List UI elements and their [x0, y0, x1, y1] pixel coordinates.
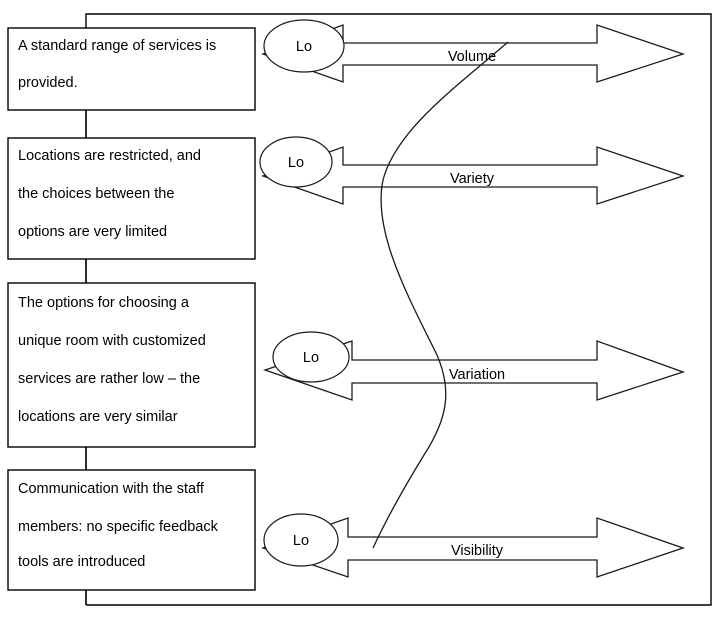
box-variety-line-2: the choices between the — [18, 186, 174, 202]
dimension-arrow-variety[interactable]: Lo Variety — [259, 136, 686, 205]
box-volume-outline — [7, 27, 256, 111]
arrow-variation-label: Variation — [449, 367, 505, 383]
arrow-visibility-lo-ellipse — [263, 513, 339, 567]
arrow-variety-shape — [261, 146, 686, 205]
arrow-volume-lo-label: Lo — [296, 39, 312, 55]
statement-box-variety[interactable]: Locations are restricted, and the choice… — [7, 137, 256, 260]
box-visibility-line-3: tools are introduced — [18, 554, 145, 570]
box-variation-line-4: locations are very similar — [18, 409, 178, 425]
arrow-visibility-shape — [261, 517, 686, 578]
arrow-variety-lo-ellipse — [259, 136, 333, 188]
box-variety-outline — [7, 137, 256, 260]
arrow-volume-shape — [261, 24, 686, 83]
box-variation-outline — [7, 282, 256, 448]
arrow-variety-lo-label: Lo — [288, 155, 304, 171]
box-visibility-outline — [7, 469, 256, 591]
dimension-arrow-variation[interactable]: Lo Variation — [262, 331, 686, 401]
statement-box-volume[interactable]: A standard range of services is provided… — [7, 27, 256, 111]
arrow-visibility-label: Visibility — [451, 543, 504, 559]
dimension-arrow-visibility[interactable]: Lo Visibility — [261, 513, 686, 578]
box-volume-line-1: A standard range of services is — [18, 38, 216, 54]
box-variety-line-3: options are very limited — [18, 224, 167, 240]
box-volume-line-2: provided. — [18, 75, 78, 91]
position-profile-curve — [372, 41, 509, 549]
box-visibility-line-2: members: no specific feedback — [18, 519, 219, 535]
arrow-volume-label: Volume — [448, 49, 496, 65]
arrow-variation-shape — [262, 340, 686, 401]
statement-box-variation[interactable]: The options for choosing a unique room w… — [7, 282, 256, 448]
box-visibility-line-1: Communication with the staff — [18, 481, 205, 497]
arrow-variation-lo-ellipse — [272, 331, 350, 383]
arrow-visibility-lo-label: Lo — [293, 533, 309, 549]
box-variety-line-1: Locations are restricted, and — [18, 148, 201, 164]
statement-box-visibility[interactable]: Communication with the staff members: no… — [7, 469, 256, 591]
box-variation-line-1: The options for choosing a — [18, 295, 190, 311]
arrow-variation-lo-label: Lo — [303, 350, 319, 366]
box-variation-line-3: services are rather low – the — [18, 371, 200, 387]
dimension-arrow-volume[interactable]: Lo Volume — [261, 19, 686, 83]
box-variation-line-2: unique room with customized — [18, 333, 206, 349]
arrow-variety-label: Variety — [450, 171, 495, 187]
arrow-volume-lo-ellipse — [263, 19, 345, 73]
